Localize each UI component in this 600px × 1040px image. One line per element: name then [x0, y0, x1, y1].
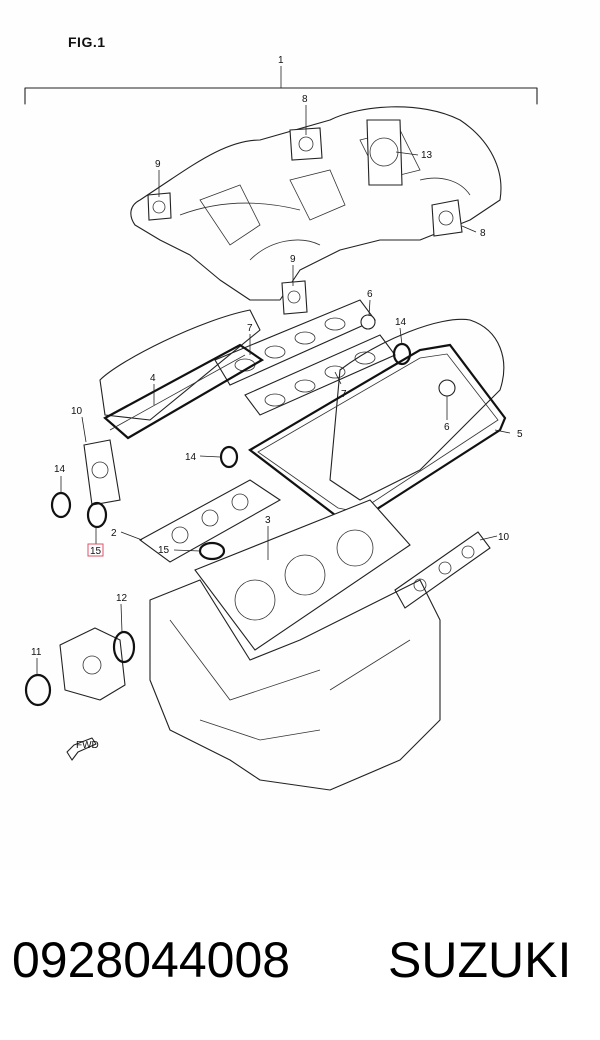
callout-12: 12	[116, 593, 128, 604]
callout-14-left: 14	[54, 464, 66, 475]
exhaust-gasket-10-right	[394, 531, 491, 609]
valve-cover-gasket-5	[248, 343, 507, 522]
brand-name: SUZUKI	[388, 932, 572, 988]
callout-2: 2	[111, 528, 117, 539]
callout-10-right: 10	[498, 532, 510, 543]
fwd-label: FWD	[76, 740, 99, 751]
callout-7-right: 7	[341, 389, 347, 400]
highlight-box	[87, 543, 104, 557]
callout-9-left: 9	[155, 159, 161, 170]
callout-15-center: 15	[158, 545, 170, 556]
o-ring-12	[112, 630, 136, 664]
gasket-6-top	[360, 314, 376, 330]
callout-11: 11	[31, 647, 42, 658]
callout-4: 4	[150, 373, 156, 384]
throttle-gasket-13	[366, 119, 403, 186]
manifold-gasket-8-right	[431, 199, 463, 237]
manifold-gasket-9-center	[281, 280, 308, 315]
engine-block	[149, 579, 441, 791]
head-gasket-3	[194, 499, 411, 651]
cam-gasket-10-left	[83, 439, 121, 506]
callout-9-center: 9	[290, 254, 296, 265]
callout-15-left: 15	[90, 546, 102, 557]
callout-14-right: 14	[395, 317, 407, 328]
callout-5: 5	[517, 429, 523, 440]
figure-title: FIG.1	[68, 34, 106, 50]
parts-diagram: FIG.1	[24, 34, 538, 791]
callout-8-right: 8	[480, 228, 486, 239]
gasket-6-right	[438, 379, 456, 397]
caption-bar: 0928044008 SUZUKI	[0, 925, 600, 995]
part-number: 0928044008	[12, 932, 291, 988]
exploded-view-drawing: FWD 1 8 8 9 9 13 6 6 7 7 14	[24, 55, 538, 791]
o-ring-14-center	[219, 445, 239, 469]
callout-3: 3	[265, 515, 271, 526]
o-ring-15-left	[86, 501, 108, 529]
o-ring-15-center	[198, 541, 226, 561]
o-ring-11	[24, 673, 52, 707]
callout-7-left: 7	[247, 323, 253, 334]
callout-8-top: 8	[302, 94, 308, 105]
intake-manifold	[130, 106, 502, 301]
callout-6-right: 6	[444, 422, 450, 433]
callout-6-top: 6	[367, 289, 373, 300]
callout-14-center: 14	[185, 452, 197, 463]
manifold-gasket-9-left	[147, 192, 172, 221]
callout-10-left: 10	[71, 406, 83, 417]
callout-13: 13	[421, 150, 433, 161]
callout-1: 1	[278, 55, 284, 66]
right-valve-cover	[329, 318, 505, 501]
valve-cover-gasket-4	[103, 343, 265, 440]
manifold-gasket-8-top	[289, 127, 323, 161]
forward-arrow-icon: FWD	[66, 737, 99, 761]
assembly-bracket	[24, 87, 538, 105]
left-valve-cover	[99, 309, 261, 421]
o-ring-14-left	[50, 491, 72, 519]
water-pump	[59, 627, 126, 701]
